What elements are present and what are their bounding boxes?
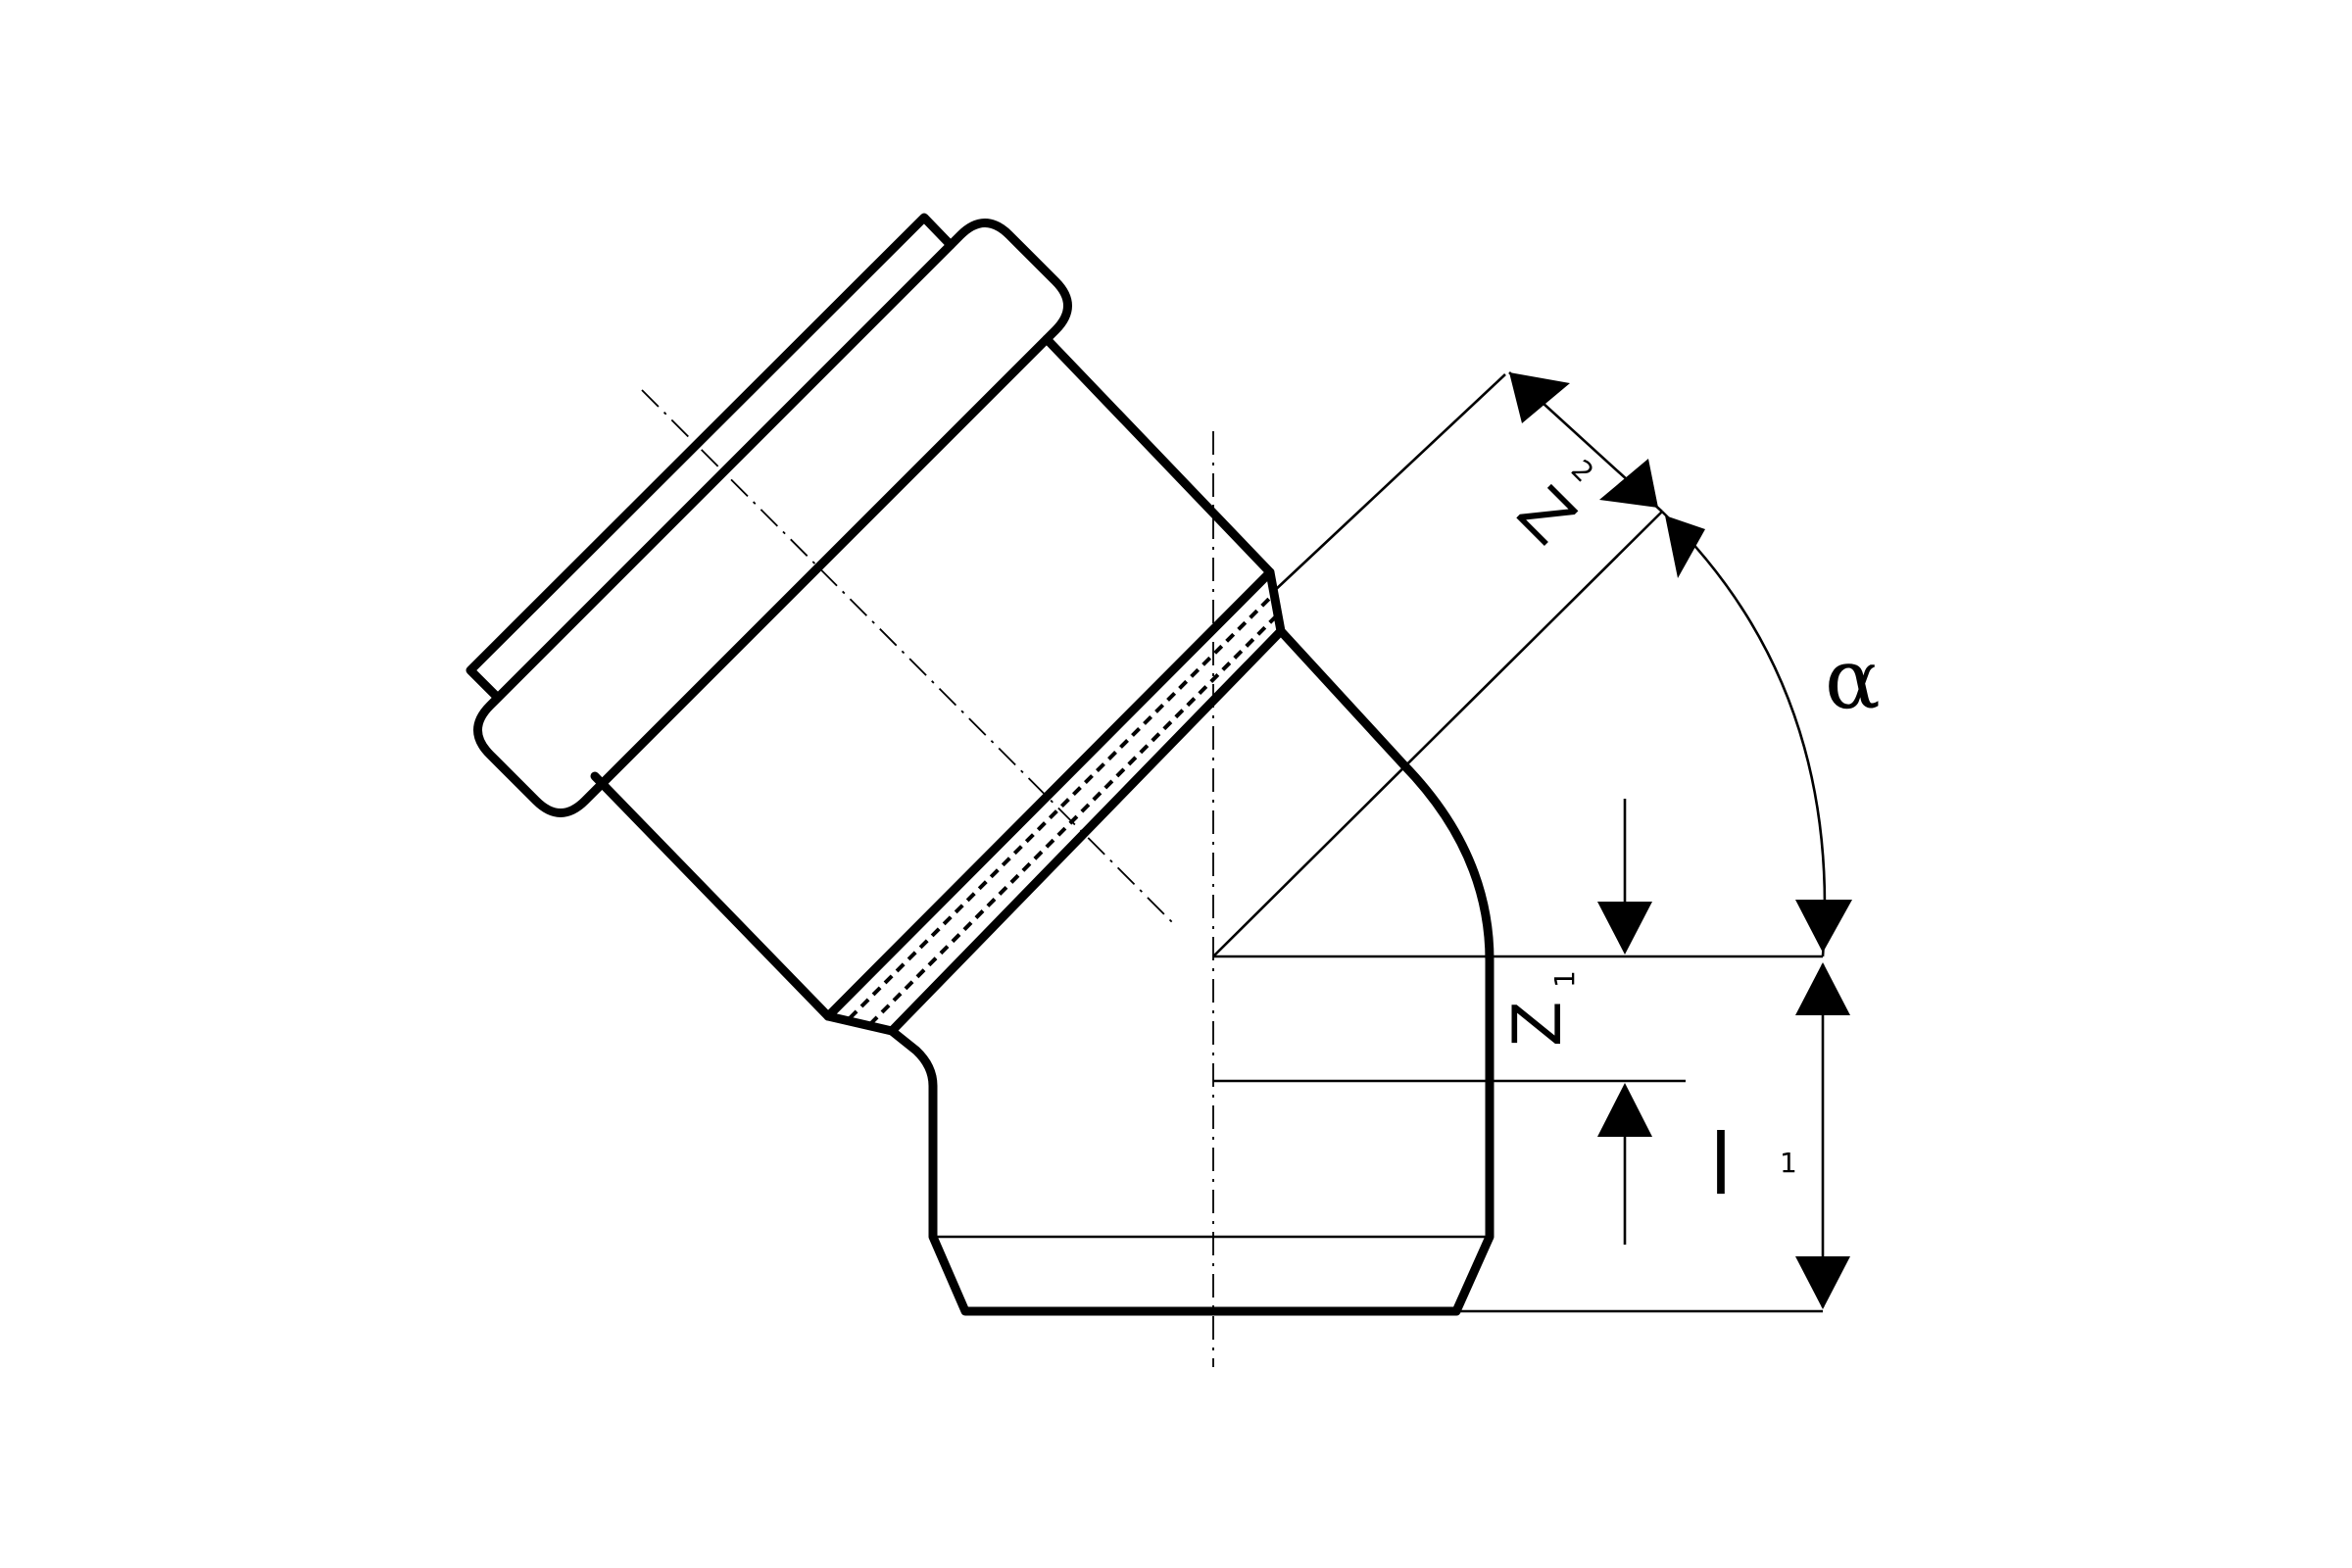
l1-label: l — [1709, 1116, 1733, 1214]
alpha-dimension: α — [1661, 511, 1881, 957]
z2-arrow-top — [1509, 372, 1570, 423]
alpha-arc — [1661, 511, 1827, 957]
l1-dimension: l 1 — [1456, 962, 1850, 1313]
z2-arrow-bottom — [1599, 459, 1658, 508]
socket-hidden-line-2 — [868, 613, 1279, 1026]
z2-subscript: 2 — [1565, 454, 1600, 489]
l1-arrow-top — [1795, 962, 1850, 1015]
z1-dimension: Z 1 — [1213, 799, 1686, 1245]
socket-barrel — [590, 334, 1286, 1036]
socket-ring-outer — [466, 213, 956, 703]
socket-collar — [473, 219, 1072, 817]
socket-hidden-line-1 — [848, 592, 1276, 1020]
bend-body — [887, 626, 1494, 1316]
socket-inner-line-1 — [823, 567, 1275, 1021]
z1-arrow-bottom — [1597, 1083, 1652, 1137]
z1-label: Z — [1499, 1001, 1577, 1047]
z2-dimension: Z 2 — [1271, 371, 1663, 594]
z1-arrow-top — [1597, 902, 1652, 955]
l1-subscript: 1 — [1780, 1147, 1797, 1179]
alpha-label: α — [1825, 631, 1881, 727]
alpha-arrow-bottom — [1795, 900, 1852, 953]
l1-arrow-bottom — [1795, 1256, 1850, 1309]
z1-subscript: 1 — [1548, 970, 1581, 988]
z2-extension-line — [1271, 373, 1506, 594]
alpha-arrow-top — [1665, 515, 1705, 578]
angle-line-inclined — [1212, 511, 1663, 957]
socket-body — [466, 213, 1286, 1036]
bend-outer-wall — [887, 626, 1494, 1316]
